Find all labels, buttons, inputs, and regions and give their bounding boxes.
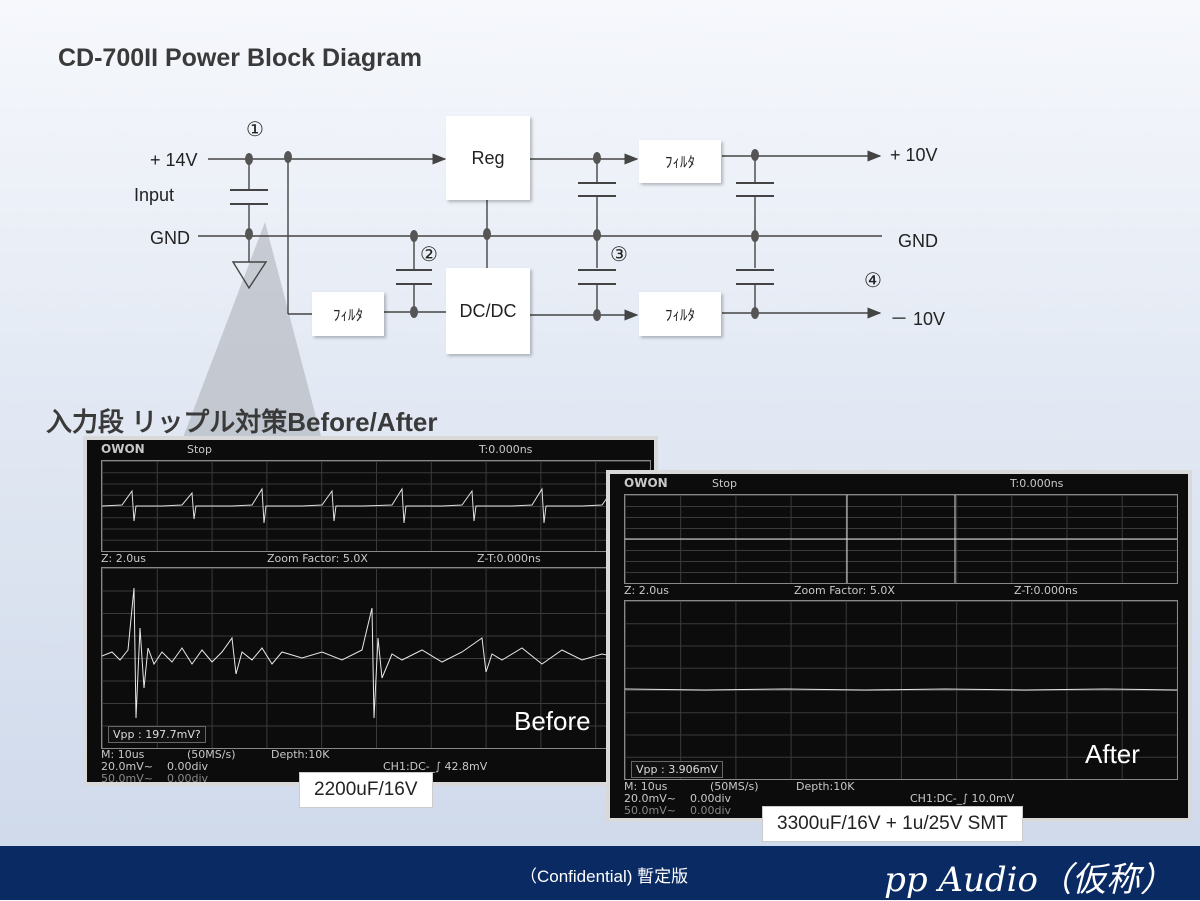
before-overview-trace	[101, 487, 650, 524]
scope-zoom-trigger: Z-T:0.000ns	[1014, 584, 1078, 597]
scope-overview-grid	[624, 494, 1178, 584]
confidential-label: （Confidential) 暫定版	[520, 867, 689, 886]
scope-ch1-scale: 20.0mV~	[624, 792, 676, 805]
footer-bar: （Confidential) 暫定版 pp Audio（仮称）	[0, 846, 1200, 900]
scope-ch2-scale: 50.0mV~	[624, 804, 676, 817]
scope-zoom-factor: Zoom Factor: 5.0X	[794, 584, 895, 597]
dcdc-block: DC/DC	[446, 268, 530, 354]
scope-main-grid: Vpp : 197.7mV? Before	[101, 567, 651, 749]
scope-zoom-factor: Zoom Factor: 5.0X	[267, 552, 368, 565]
node-4-marker: ④	[864, 270, 882, 292]
scope-channel-trigger: CH1:DC-_∫ 42.8mV	[383, 760, 488, 773]
scope-ch1-offset: 0.00div	[167, 760, 209, 773]
scope-zoom-trigger: Z-T:0.000ns	[477, 552, 541, 565]
scope-depth: Depth:10K	[271, 748, 330, 761]
before-label: Before	[514, 706, 591, 736]
before-capacitor-caption: 2200uF/16V	[299, 772, 433, 808]
negative-filter-block: ﾌｨﾙﾀ	[639, 292, 721, 336]
scope-zoom-time: Z: 2.0us	[624, 584, 669, 597]
scope-overview-grid	[101, 460, 651, 552]
input-label: Input	[134, 185, 175, 205]
scope-depth: Depth:10K	[796, 780, 855, 793]
positive-filter-block: ﾌｨﾙﾀ	[639, 140, 721, 183]
scope-brand: OWON	[624, 476, 668, 490]
scope-timebase: M: 10us	[101, 748, 145, 761]
scope-header: OWON Stop T:0.000ns	[610, 474, 1188, 492]
scope-trigger-time: T:0.000ns	[479, 443, 533, 456]
after-scope-screenshot: OWON Stop T:0.000ns Z: 2.0us Zoom Factor…	[606, 470, 1192, 822]
input-filter-block: ﾌｨﾙﾀ	[312, 292, 384, 336]
scope-ch2-offset: 0.00div	[690, 804, 732, 817]
gnd-label-left: GND	[150, 228, 190, 248]
after-overview-trace	[625, 495, 1177, 583]
scope-zoom-time: Z: 2.0us	[101, 552, 146, 565]
section-subtitle: 入力段 リップル対策Before/After	[46, 407, 438, 437]
node-1-marker: ①	[246, 119, 264, 141]
scope-channel-trigger: CH1:DC-_∫ 10.0mV	[910, 792, 1015, 805]
negative-output-label: － 10V	[890, 309, 946, 329]
scope-main-grid: Vpp : 3.906mV After	[624, 600, 1178, 780]
regulator-block: Reg	[446, 116, 530, 200]
gnd-label-right: GND	[898, 231, 938, 251]
scope-sample-rate: (50MS/s)	[710, 780, 759, 793]
positive-output-label: + 10V	[890, 145, 938, 165]
before-main-trace	[101, 587, 651, 719]
scope-header: OWON Stop T:0.000ns	[87, 440, 654, 458]
scope-state: Stop	[712, 477, 738, 490]
scope-ch2-offset: 0.00div	[167, 772, 209, 785]
scope-vpp-readout: Vpp : 197.7mV?	[108, 726, 206, 743]
scope-ch1-scale: 20.0mV~	[101, 760, 153, 773]
scope-trigger-time: T:0.000ns	[1010, 477, 1064, 490]
input-voltage-label: + 14V	[150, 150, 198, 170]
after-capacitor-caption: 3300uF/16V + 1u/25V SMT	[762, 806, 1023, 842]
scope-sample-rate: (50MS/s)	[187, 748, 236, 761]
scope-ch2-scale: 50.0mV~	[101, 772, 153, 785]
after-label: After	[1085, 739, 1140, 769]
scope-timebase: M: 10us	[624, 780, 668, 793]
brand-logo: pp Audio（仮称）	[884, 860, 1174, 900]
node-3-marker: ③	[610, 244, 628, 266]
scope-vpp-readout: Vpp : 3.906mV	[631, 761, 723, 778]
after-main-trace	[624, 688, 1178, 691]
scope-ch1-offset: 0.00div	[690, 792, 732, 805]
node-2-marker: ②	[420, 244, 438, 266]
scope-state: Stop	[187, 443, 213, 456]
scope-brand: OWON	[101, 442, 145, 456]
before-scope-screenshot: OWON Stop T:0.000ns Z: 2.0us Zoom Factor…	[83, 436, 658, 786]
page-title: CD-700II Power Block Diagram	[58, 44, 423, 72]
